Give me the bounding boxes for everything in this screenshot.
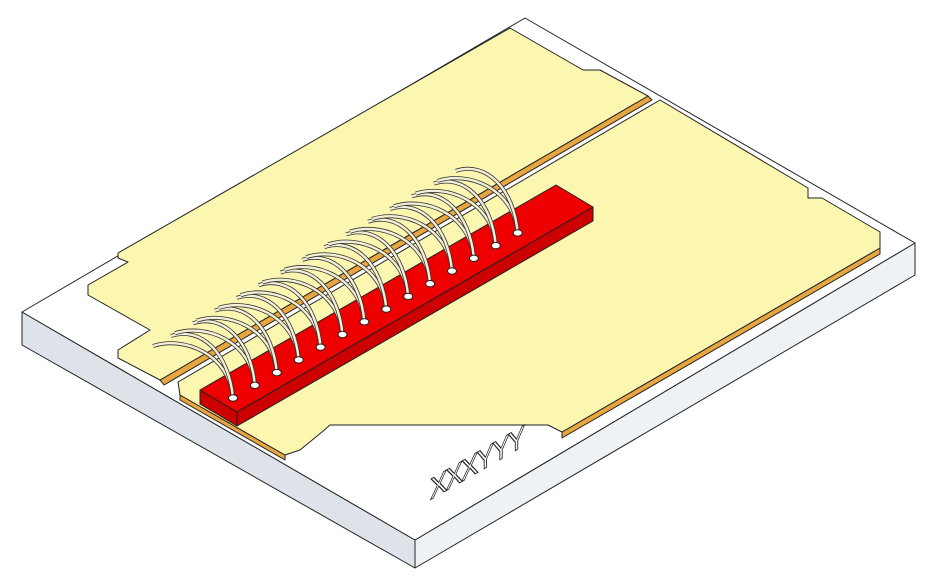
bond-pad-dot xyxy=(228,394,238,402)
bond-wire xyxy=(433,180,497,246)
bond-pad-dot xyxy=(359,318,370,326)
bond-wire xyxy=(280,269,344,335)
bond-pad-dot xyxy=(512,229,523,237)
bond-wire xyxy=(302,256,366,322)
bond-pad-dot xyxy=(293,356,304,364)
bond-pad-dot xyxy=(249,381,260,389)
bond-pad-dot xyxy=(447,267,457,275)
bond-wire xyxy=(367,218,432,284)
bond-wire xyxy=(411,193,476,259)
bond-wire xyxy=(214,307,278,373)
bond-pad-dot xyxy=(425,280,436,288)
bond-pad-dot xyxy=(381,305,392,313)
bond-wire xyxy=(258,282,322,348)
bond-pad-dot xyxy=(468,254,479,262)
bond-pad-dot xyxy=(315,343,326,351)
bond-wire xyxy=(236,294,300,361)
bond-wire xyxy=(323,244,388,310)
bond-pad-dot xyxy=(490,241,501,250)
right-pad xyxy=(177,99,881,461)
left-pad-top xyxy=(87,27,649,381)
bond-wire xyxy=(455,167,519,234)
bond-pad-dot xyxy=(271,368,282,377)
bond-pad-dot xyxy=(403,292,414,301)
bond-wire xyxy=(170,332,235,399)
bond-wire xyxy=(192,320,257,386)
right-pad-top xyxy=(177,99,881,456)
bond-pad-dot xyxy=(337,330,348,339)
bond-wire xyxy=(389,205,454,272)
bond-wire xyxy=(345,231,410,297)
bond-wires xyxy=(152,167,523,402)
